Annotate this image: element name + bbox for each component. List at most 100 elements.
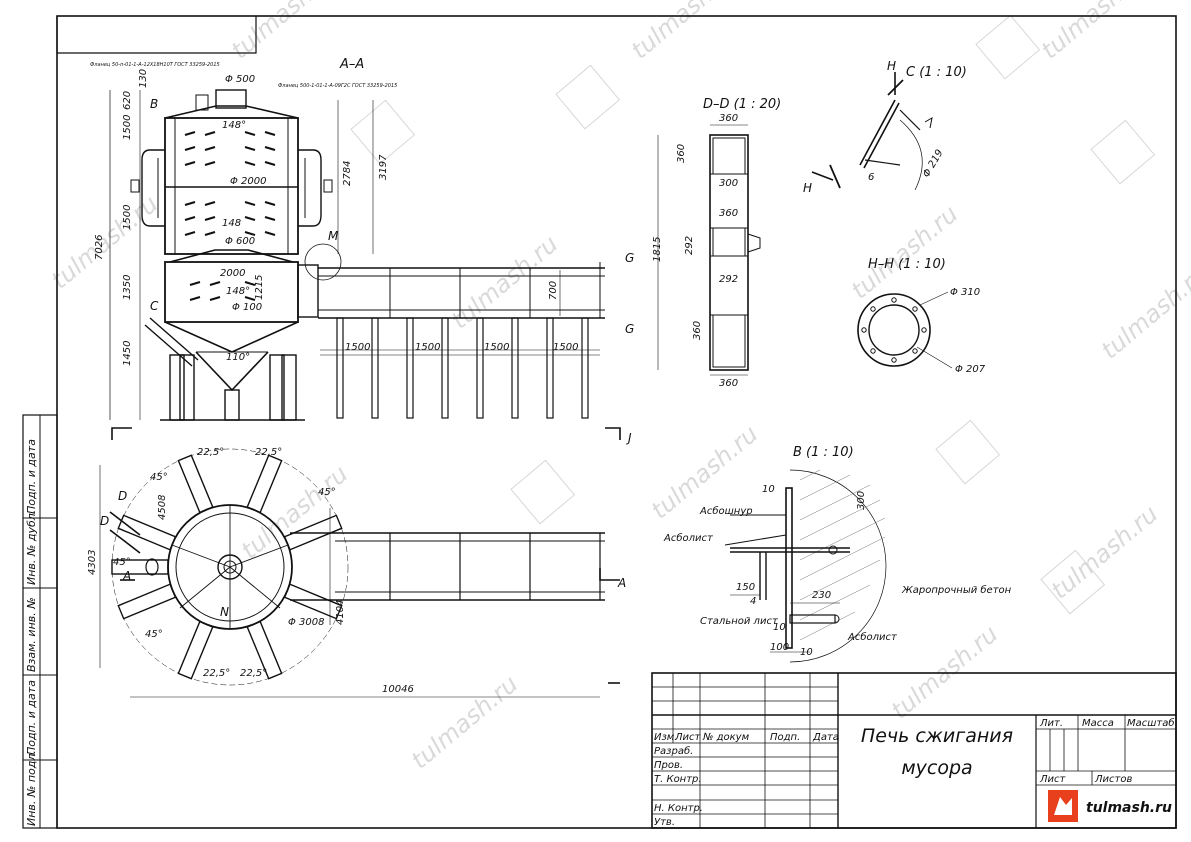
dim-dd-1815: 1815 (652, 237, 663, 262)
dim-22-5d: 22,5° (240, 668, 267, 679)
view-label-aa: A–A (339, 57, 364, 72)
dim-3197: 3197 (378, 154, 389, 180)
dim-d500: Φ 500 (225, 74, 255, 85)
dim-dd-360a: 360 (676, 144, 687, 163)
dim-b-10c: 10 (800, 647, 813, 658)
letter-h-bottom: H (803, 181, 812, 195)
tb-izm: Изм. (654, 732, 678, 743)
tb-ndoc: № докум (702, 732, 750, 743)
letter-a-left: A (122, 569, 131, 583)
view-hh-labels: H–H (1 : 10) Φ 310 Φ 207 (868, 257, 986, 375)
section-aa-labels: B C M G G J Φ 500 130 620 1500 1500 7026… (94, 69, 634, 445)
view-c (811, 72, 933, 191)
dim-1215: 1215 (254, 275, 265, 300)
detail-b-labels: B (1 : 10) 10 300 Асбошнур Асболист Жаро… (663, 445, 1012, 658)
drawing-title-line-1: Печь сжигания (861, 725, 1013, 747)
dim-4508: 4508 (157, 495, 168, 520)
stamp-vzam-inv: Взам. инв. № (25, 597, 38, 672)
letter-j: J (626, 431, 632, 445)
dim-7026: 7026 (94, 235, 105, 260)
dim-h-d310: Φ 310 (950, 287, 980, 298)
note-flange-2: Фланец 500-1-01-1-А-09Г2С ГОСТ 33259-201… (278, 83, 397, 89)
dim-dd-292v: 292 (684, 236, 695, 255)
stamp-inv-podl: Инв. № подл. (25, 750, 38, 826)
tb-lit: Лит. (1039, 718, 1063, 729)
dim-b-4: 4 (750, 596, 756, 607)
dim-110: 110° (226, 352, 250, 363)
dim-span-4: 1500 (553, 342, 578, 353)
tb-masshtab: Масштаб (1127, 717, 1175, 729)
dim-dd-292h: 292 (719, 274, 738, 285)
tb-data: Дата (812, 732, 839, 743)
dim-span-2: 1500 (415, 342, 440, 353)
dim-148b: 148 (222, 218, 241, 229)
dim-1500a: 1500 (122, 115, 133, 140)
plan-view-labels: D D A A N 22,5° 22,5° 45° 45° 45° 45° 45… (87, 447, 626, 695)
dim-b-100: 100 (770, 642, 789, 653)
tb-list: Лист (674, 732, 702, 743)
letter-b: B (150, 97, 158, 111)
label-concrete: Жаропрочный бетон (901, 584, 1012, 596)
tb-prov: Пров. (654, 760, 683, 771)
dim-b-300: 300 (856, 491, 867, 510)
letter-g-top: G (625, 251, 634, 265)
dim-22-5a: 22,5° (197, 447, 224, 458)
tulmash-logo (1048, 790, 1078, 822)
title-block (651, 672, 1177, 829)
plan-view (99, 448, 620, 698)
dim-b-230: 230 (812, 590, 831, 601)
dim-dd-360-bottom: 360 (719, 378, 738, 389)
tb-podp: Подп. (770, 732, 800, 743)
letter-c: C (150, 299, 159, 313)
letter-n: N (220, 605, 229, 619)
letter-m: M (328, 229, 339, 243)
stamp-podp-data-1: Подп. и дата (25, 680, 38, 755)
view-label-hh: H–H (1 : 10) (868, 257, 946, 272)
stamp-inv-dubl: Инв. № дубл. (25, 510, 38, 585)
dim-1450: 1450 (122, 341, 133, 366)
dim-b-10b: 10 (773, 622, 786, 633)
label-steel-sheet: Стальной лист (700, 616, 779, 627)
view-hh (857, 291, 953, 369)
view-label-b: B (1 : 10) (793, 445, 854, 460)
dim-148a: 148° (222, 120, 246, 131)
tb-list2: Лист (1039, 774, 1067, 785)
tb-nkontr: Н. Контр. (654, 803, 703, 814)
drawing-title-line-2: мусора (901, 757, 972, 779)
dim-2784: 2784 (342, 161, 353, 186)
letter-d-bottom: D (100, 514, 109, 528)
dim-700: 700 (548, 281, 559, 300)
title-block-labels: Изм. Лист № докум Подп. Дата Разраб. Про… (654, 717, 1175, 828)
dim-45b: 45° (318, 487, 336, 498)
dim-148c: 148° (226, 286, 250, 297)
dim-4303: 4303 (87, 550, 98, 575)
dim-10046: 10046 (382, 684, 414, 695)
dim-b-10a: 10 (762, 484, 775, 495)
dim-span-1: 1500 (345, 342, 370, 353)
view-dd-labels: D–D (1 : 20) 360 360 300 360 292 292 181… (652, 97, 781, 389)
dim-dd-360b: 360 (719, 208, 738, 219)
side-stamp: Инв. № подл. Подп. и дата Взам. инв. № И… (22, 414, 58, 829)
label-asbosheet-2: Асболист (847, 631, 898, 643)
tb-utv: Утв. (654, 817, 675, 828)
dim-h-d207: Φ 207 (955, 364, 986, 375)
label-asbocord: Асбошнур (699, 505, 753, 517)
letter-a-right: A (617, 576, 626, 590)
dim-d2000: Φ 2000 (230, 176, 267, 187)
view-label-dd: D–D (1 : 20) (703, 97, 781, 112)
detail-b (724, 469, 887, 663)
section-aa: A–A Фланец 50-п-01-1-А-12Х18Н10Т ГОСТ 33… (90, 57, 621, 440)
label-asbosheet-1: Асболист (663, 532, 714, 544)
dim-dd-360-top: 360 (719, 113, 738, 124)
view-dd (657, 124, 761, 376)
dim-d600: Φ 600 (225, 236, 255, 247)
dim-22-5c: 22,5° (203, 668, 230, 679)
dim-dd-300: 300 (719, 178, 738, 189)
stamp-podp-data-2: Подп. и дата (25, 439, 38, 514)
letter-d-top: D (118, 489, 127, 503)
dim-d100: Φ 100 (232, 302, 262, 313)
dim-c-6: 6 (868, 172, 874, 183)
letter-g-bottom: G (625, 322, 634, 336)
dim-d3008: Φ 3008 (288, 617, 325, 628)
